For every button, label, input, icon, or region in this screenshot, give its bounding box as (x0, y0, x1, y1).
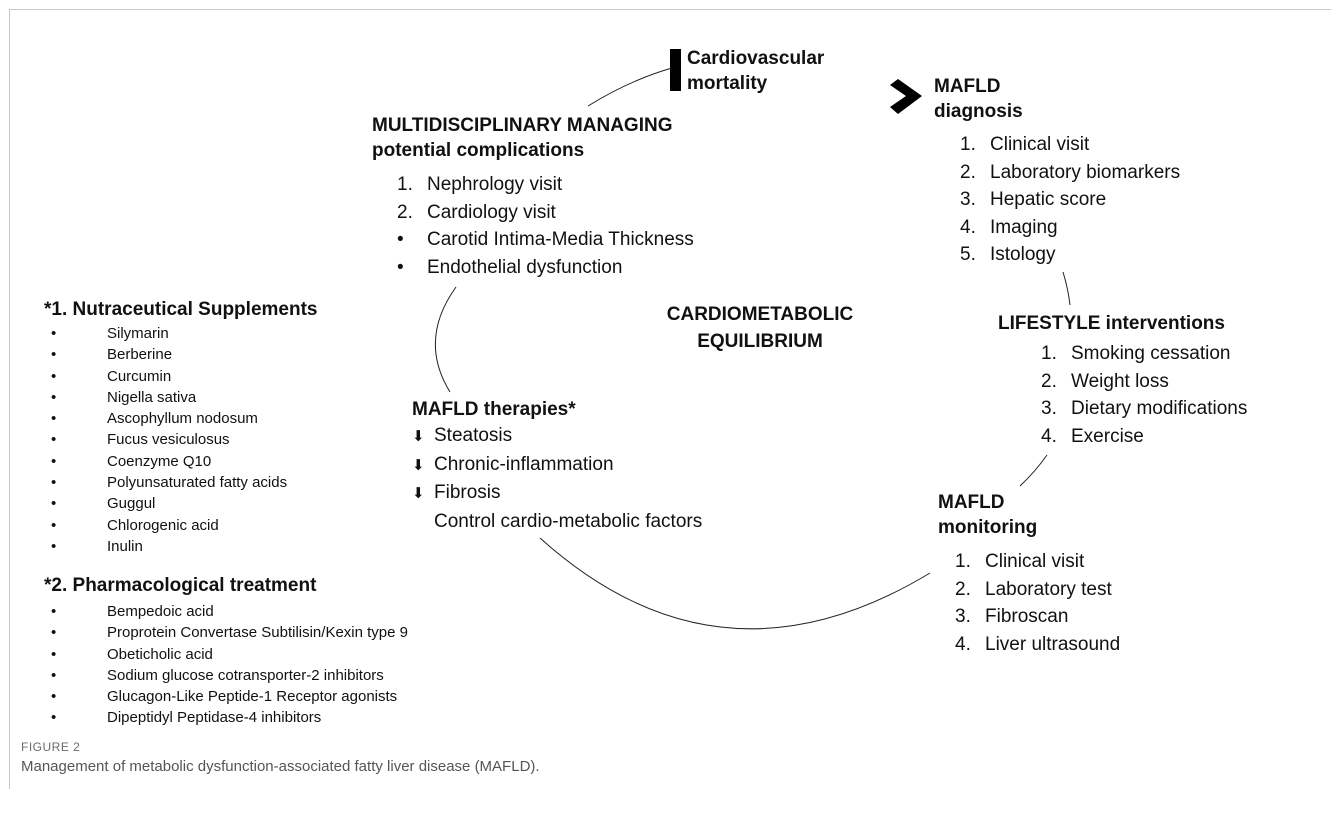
monitoring-list: 1.Clinical visit 2.Laboratory test 3.Fib… (955, 548, 1120, 658)
monitoring-item: 3.Fibroscan (955, 606, 1069, 627)
lifestyle-item: 4.Exercise (1041, 425, 1144, 447)
arc-right-upper (1062, 271, 1071, 306)
diagnosis-block: MAFLD diagnosis (934, 74, 1023, 124)
pharmacological-item: •Bempedoic acid (51, 603, 214, 620)
arc-top (587, 67, 673, 107)
multidisciplinary-title-line1: MULTIDISCIPLINARY MANAGING (372, 115, 673, 136)
nutraceutical-item: •Berberine (51, 346, 173, 364)
frame-left-border (9, 9, 10, 789)
multidisciplinary-title-line2: potential complications (372, 140, 585, 161)
therapies-title: MAFLD therapies* (412, 399, 576, 420)
nutraceutical-item: •Coenzyme Q10 (51, 452, 212, 470)
pharmacological-list: •Bempedoic acid •Proprotein Convertase S… (37, 601, 408, 729)
lifestyle-item: 1.Smoking cessation (1041, 343, 1231, 364)
pharmacological-item: •Sodium glucose cotransporter-2 inhibito… (51, 666, 384, 684)
arc-bottom (539, 537, 931, 630)
therapies-item: ⬇Steatosis (412, 422, 702, 451)
pharmacological-title: *2. Pharmacological treatment (44, 575, 317, 596)
diagnosis-item: 2.Laboratory biomarkers (960, 161, 1181, 183)
multidisciplinary-item: •Endothelial dysfunction (397, 256, 623, 278)
diagnosis-item: 1.Clinical visit (960, 134, 1090, 155)
lifestyle-item: 2.Weight loss (1041, 370, 1169, 392)
multidisciplinary-item: •Carotid Intima-Media Thickness (397, 229, 694, 250)
therapies-list: ⬇Steatosis ⬇Chronic-inflammation ⬇Fibros… (412, 422, 702, 535)
diagnosis-item: 5.Istology (960, 244, 1056, 265)
nutraceutical-item: •Curcumin (51, 367, 172, 385)
pharmacological-item: •Obeticholic acid (51, 645, 213, 663)
center-line2: EQUILIBRIUM (697, 331, 823, 352)
lifestyle-item: 3.Dietary modifications (1041, 398, 1248, 419)
frame-top-border (9, 9, 1331, 10)
nutraceutical-item: •Fucus vesiculosus (51, 431, 230, 449)
pharmacological-item: •Glucagon-Like Peptide-1 Receptor agonis… (51, 688, 398, 706)
nutraceutical-item: •Chlorogenic acid (51, 516, 219, 534)
multidisciplinary-item: 2.Cardiology visit (397, 201, 556, 223)
nutraceutical-list: •Silymarin •Berberine •Curcumin •Nigella… (37, 323, 287, 557)
nutraceutical-item: •Ascophyllum nodosum (51, 410, 258, 428)
nutraceutical-item: •Silymarin (51, 325, 169, 342)
figure-caption: Management of metabolic dysfunction-asso… (21, 758, 540, 775)
monitoring-title-line1: MAFLD (938, 492, 1005, 513)
multidisciplinary-list: 1.Nephrology visit 2.Cardiology visit •C… (397, 171, 694, 281)
nutraceutical-item: •Polyunsaturated fatty acids (51, 474, 288, 492)
therapies-item: Control cardio-metabolic factors (434, 510, 703, 532)
diagnosis-item: 3.Hepatic score (960, 189, 1107, 210)
lifestyle-title: LIFESTYLE interventions (998, 313, 1225, 334)
monitoring-item: 1.Clinical visit (955, 551, 1085, 572)
therapies-item: ⬇Fibrosis (412, 479, 702, 508)
nutraceutical-item: •Guggul (51, 495, 156, 513)
down-arrow-icon: ⬇ (412, 428, 425, 445)
down-arrow-icon: ⬇ (412, 485, 425, 502)
cardiovascular-line2: mortality (687, 73, 768, 94)
cardiometabolic-equilibrium-label: CARDIOMETABOLIC EQUILIBRIUM (655, 301, 865, 355)
arc-left (434, 286, 457, 393)
diagnosis-title-line2: diagnosis (934, 101, 1023, 122)
down-arrow-icon: ⬇ (412, 456, 425, 474)
multidisciplinary-block: MULTIDISCIPLINARY MANAGING potential com… (372, 113, 672, 163)
diagnosis-list: 1.Clinical visit 2.Laboratory biomarkers… (960, 131, 1180, 269)
cardiovascular-line1: Cardiovascular (687, 48, 825, 69)
monitoring-item: 4.Liver ultrasound (955, 633, 1121, 655)
monitoring-item: 2.Laboratory test (955, 578, 1112, 600)
pharmacological-item: •Dipeptidyl Peptidase-4 inhibitors (51, 709, 322, 727)
cardiovascular-mortality-label: Cardiovascular mortality (687, 46, 824, 96)
monitoring-block: MAFLD monitoring (938, 490, 1037, 540)
arc-right-lower (1019, 454, 1048, 487)
nutraceutical-item: •Inulin (51, 537, 143, 555)
multidisciplinary-item: 1.Nephrology visit (397, 174, 563, 195)
center-line1: CARDIOMETABOLIC (666, 304, 854, 325)
cardiovascular-bar-marker (670, 49, 681, 91)
diagnosis-chevron-marker (890, 79, 922, 114)
diagnosis-title-line1: MAFLD (934, 76, 1001, 97)
pharmacological-item: •Proprotein Convertase Subtilisin/Kexin … (51, 624, 408, 642)
monitoring-title-line2: monitoring (938, 517, 1038, 538)
diagnosis-item: 4.Imaging (960, 216, 1058, 238)
lifestyle-list: 1.Smoking cessation 2.Weight loss 3.Diet… (1041, 340, 1247, 450)
therapies-item: ⬇Chronic-inflammation (412, 451, 702, 480)
nutraceutical-item: •Nigella sativa (51, 388, 197, 406)
figure-label: FIGURE 2 (21, 740, 81, 754)
nutraceutical-title: *1. Nutraceutical Supplements (44, 299, 318, 320)
